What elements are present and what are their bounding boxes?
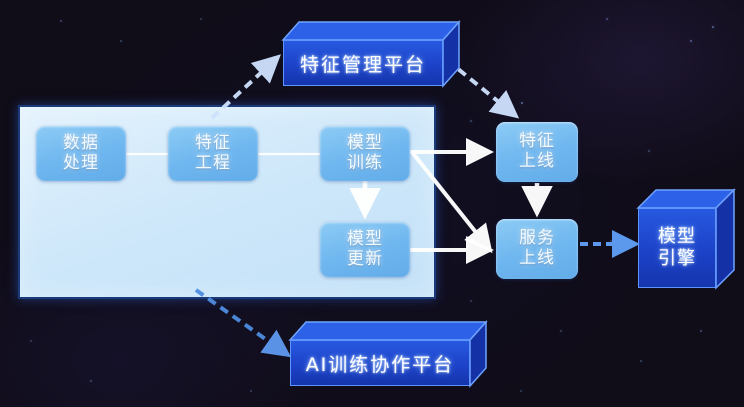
- platform-model-engine[interactable]: 模型 引擎: [636, 188, 738, 292]
- platform-feature-management[interactable]: 特征管理平台: [281, 20, 475, 88]
- flow-box-line: 模型: [347, 132, 383, 153]
- flow-box-feature-engineering[interactable]: 特征 工程: [168, 126, 258, 181]
- flow-box-line: 上线: [519, 151, 555, 171]
- connector-panel-to-ai-platform: [194, 288, 292, 358]
- platform-label: 特征管理平台: [299, 53, 426, 76]
- flow-box-line: 工程: [195, 152, 231, 173]
- platform-label-box: 模型 引擎: [638, 208, 716, 288]
- prism-shape: [288, 320, 488, 388]
- flow-box-line: 模型: [347, 228, 383, 249]
- platform-label-box: 特征管理平台: [283, 40, 443, 86]
- flow-box-line: 服务: [519, 228, 555, 249]
- platform-label-line: 引擎: [658, 248, 696, 269]
- flow-box-line: 数据: [63, 132, 99, 153]
- flow-box-line: 特征: [195, 132, 231, 153]
- platform-ai-training-collaboration[interactable]: AI训练协作平台: [288, 320, 502, 388]
- platform-label-line: 模型: [658, 226, 696, 248]
- flow-box-line: 上线: [519, 248, 555, 268]
- platform-label: AI训练协作平台: [305, 353, 455, 376]
- flow-box-line: 训练: [347, 152, 383, 173]
- platform-label-box: AI训练协作平台: [290, 340, 470, 386]
- flow-box-model-training[interactable]: 模型 训练: [320, 126, 410, 181]
- flow-box-line: 特征: [519, 131, 555, 152]
- flow-box-service-online[interactable]: 服务 上线: [496, 219, 578, 279]
- flow-box-data-processing[interactable]: 数据 处理: [36, 126, 126, 181]
- flow-box-line: 更新: [347, 248, 383, 269]
- flow-box-feature-online[interactable]: 特征 上线: [496, 122, 578, 182]
- flow-box-model-update[interactable]: 模型 更新: [320, 222, 410, 277]
- flow-box-line: 处理: [63, 152, 99, 173]
